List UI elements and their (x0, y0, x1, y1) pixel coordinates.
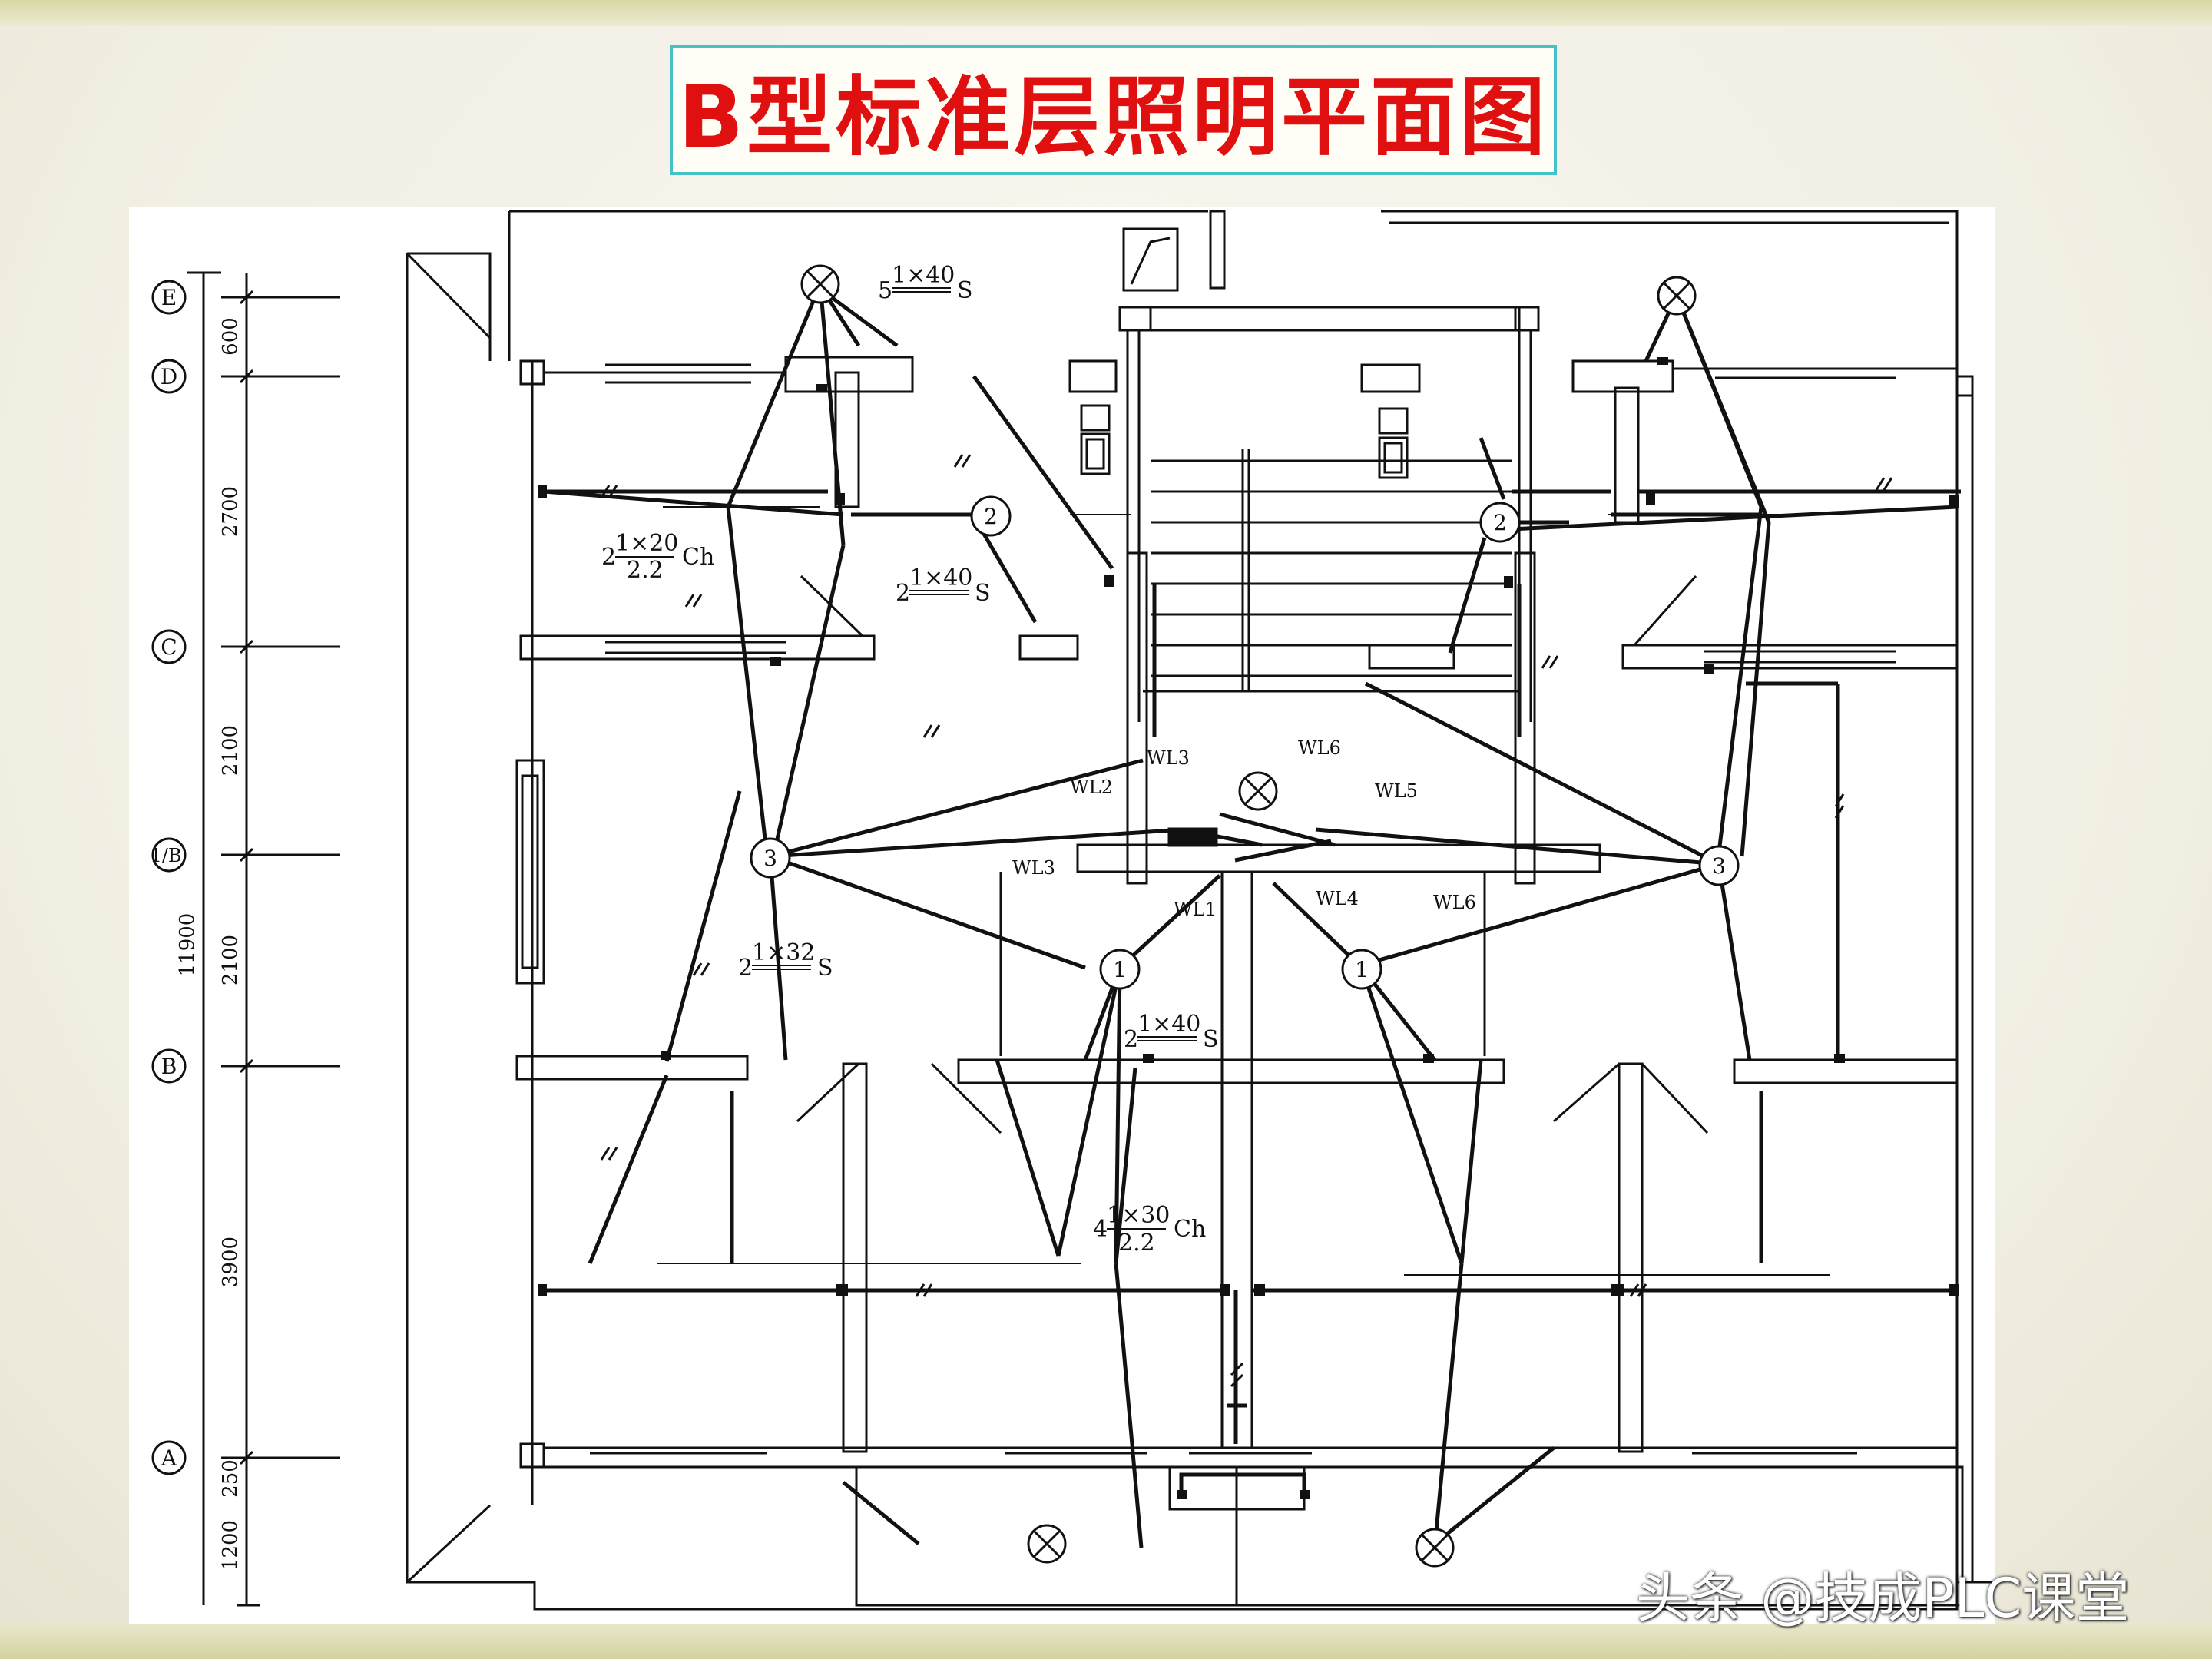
dimension-label: 2100 (219, 935, 242, 985)
svg-text:2: 2 (738, 955, 753, 982)
dimension-label: 1200 (219, 1520, 242, 1571)
lamp-cross-icon (1657, 276, 1697, 316)
top-band (0, 0, 2212, 26)
title-box: B型标准层照明平面图 (670, 45, 1557, 175)
bathroom-fixtures (1080, 404, 1409, 479)
circuit-label: WL3 (1012, 857, 1055, 879)
floor-plan-svg: E D C 1/B B A 600 2700 2100 2100 3900 25… (151, 210, 1994, 1611)
svg-text:1×20: 1×20 (615, 530, 678, 557)
axis-label: E (161, 285, 177, 310)
svg-text:2.2: 2.2 (1118, 1230, 1155, 1257)
axis-label: D (161, 364, 177, 389)
dimension-label: 3900 (219, 1237, 242, 1287)
svg-text:2.2: 2.2 (627, 557, 664, 584)
junction-label: 1 (1113, 957, 1127, 982)
total-dimension-label: 11900 (176, 913, 199, 977)
circuit-label: WL5 (1375, 780, 1418, 802)
thin-lines (657, 506, 1830, 1276)
lamp-spec-labels: 5 1×40 S 2 1×20 2.2 Ch 2 1×40 S 2 (601, 262, 1219, 1257)
svg-text:S: S (975, 580, 991, 607)
svg-text:5: 5 (878, 277, 892, 304)
dimension-label: 2100 (219, 725, 242, 776)
lamp-cross-icon (1027, 1524, 1067, 1564)
junction-circle (1698, 845, 1740, 886)
svg-text:1×40: 1×40 (892, 262, 955, 289)
axis-circle-d (151, 359, 187, 394)
svg-text:Ch: Ch (682, 544, 714, 571)
junction-label: 1 (1355, 957, 1369, 982)
wall-fixtures (538, 357, 1959, 1499)
lamp-spec: 2 1×40 S (896, 565, 991, 607)
svg-text:2: 2 (896, 580, 910, 607)
junction-label: 2 (984, 504, 998, 529)
lamp-spec: 2 1×40 S (1124, 1011, 1219, 1053)
svg-text:1×32: 1×32 (752, 939, 815, 966)
svg-text:2: 2 (601, 544, 616, 571)
svg-text:Ch: Ch (1174, 1216, 1206, 1243)
lamp-spec: 4 1×30 2.2 Ch (1093, 1202, 1206, 1257)
junction-circle (1341, 949, 1382, 990)
lamp-spec: 5 1×40 S (878, 262, 973, 304)
axis-circle-c (151, 629, 187, 664)
lamp-cross-icon (1238, 771, 1278, 811)
junction-label: 3 (763, 846, 777, 871)
circuit-label: WL6 (1433, 892, 1476, 913)
lamp-cross-icon (800, 264, 840, 304)
junction-circles (750, 495, 1740, 990)
lamp-cross-icon (1415, 1528, 1455, 1568)
axis-label: 1/B (151, 845, 182, 866)
dimension-label: 2700 (219, 486, 242, 537)
svg-text:1×30: 1×30 (1107, 1202, 1170, 1229)
svg-text:1×40: 1×40 (1137, 1011, 1200, 1038)
axis-label: B (161, 1054, 177, 1079)
axis-label: A (161, 1445, 177, 1471)
svg-text:2: 2 (1124, 1026, 1138, 1053)
svg-text:4: 4 (1093, 1216, 1108, 1243)
circuit-label: WL3 (1147, 747, 1190, 769)
circuit-label: WL1 (1174, 899, 1217, 920)
watermark: 头条 @技成PLC课堂 (1636, 1567, 2130, 1630)
svg-text:S: S (1203, 1026, 1219, 1053)
dimension-label: 250 (219, 1459, 242, 1498)
dimension-labels: 600 2700 2100 2100 3900 250 1200 11900 (176, 317, 242, 1571)
lamp-spec: 2 1×32 S (738, 939, 833, 982)
ceiling-lamps (800, 264, 1697, 1568)
junction-circle (1479, 502, 1521, 543)
circuit-label: WL4 (1316, 888, 1359, 909)
building-outline (406, 210, 1994, 1611)
dimension-label: 600 (219, 317, 242, 356)
junction-circle (970, 495, 1012, 537)
axis-dimension-column (151, 271, 340, 1607)
axis-circle-1b (151, 837, 187, 873)
wiring-lines (543, 283, 1961, 1548)
lamp-spec: 2 1×20 2.2 Ch (601, 530, 714, 584)
bottom-band (0, 1624, 2212, 1659)
axis-label: C (161, 634, 177, 660)
staircase (1122, 227, 1512, 691)
junction-label: 2 (1493, 510, 1507, 535)
wire-tick-marks (600, 454, 1893, 1388)
axis-circle-e (151, 280, 187, 315)
junction-circle (1099, 949, 1141, 990)
walls (515, 306, 1974, 1607)
junction-circle (750, 837, 791, 879)
slide-title: B型标准层照明平面图 (677, 68, 1549, 167)
circuit-labels: WL3 WL6 WL2 WL5 WL3 WL1 WL4 WL6 (1012, 737, 1476, 920)
floor-plan-drawing: E D C 1/B B A 600 2700 2100 2100 3900 25… (129, 207, 1995, 1624)
junction-labels: 2 2 3 3 1 1 (763, 504, 1726, 982)
axis-circle-a (151, 1440, 187, 1475)
circuit-label: WL2 (1070, 777, 1113, 798)
axis-labels: E D C 1/B B A (151, 285, 182, 1471)
junction-label: 3 (1712, 853, 1726, 879)
svg-text:S: S (817, 955, 833, 982)
svg-text:S: S (957, 277, 973, 304)
circuit-label: WL6 (1298, 737, 1341, 759)
axis-circle-b (151, 1048, 187, 1084)
svg-text:1×40: 1×40 (909, 565, 972, 591)
